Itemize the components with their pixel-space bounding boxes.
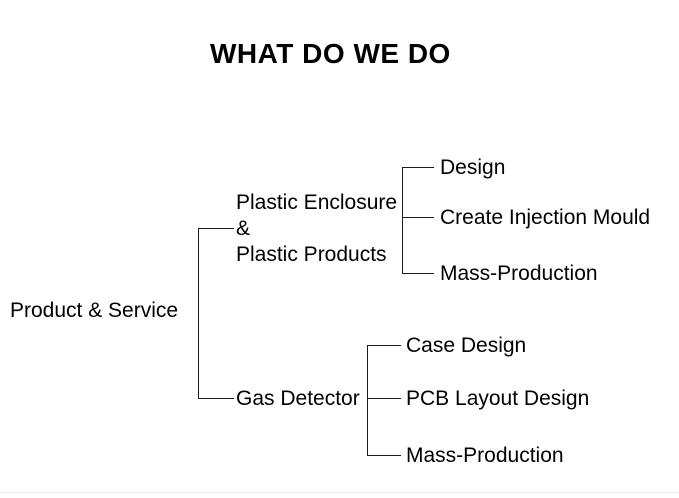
branch-plastic-label-line2: & <box>236 217 251 240</box>
child-case-design-label: Case Design <box>406 334 527 357</box>
branch-plastic-label-line3: Plastic Products <box>236 243 387 266</box>
child-mass-production-label: Mass-Production <box>440 262 598 285</box>
child-mass-production2-label: Mass-Production <box>406 444 564 467</box>
child-pcb-layout-tick-line <box>367 398 401 399</box>
child-mass-production-tick-line <box>402 273 434 274</box>
bottom-divider <box>0 492 679 493</box>
child-mass-production2-tick-line <box>367 455 401 456</box>
page-title: WHAT DO WE DO <box>210 38 451 69</box>
branch-gas-bracket-vertical-line <box>367 345 368 456</box>
child-injection-mould-tick-line <box>402 217 434 218</box>
branch-plastic-label: Plastic Enclosure & Plastic Products <box>236 190 397 268</box>
branch-plastic-bracket-vertical-line <box>402 167 403 274</box>
branch-plastic-label-line1: Plastic Enclosure <box>236 191 398 214</box>
branch-gas-label: Gas Detector <box>236 387 360 410</box>
root-branch-plastic-tick-line <box>198 228 234 229</box>
child-design-tick-line <box>402 167 434 168</box>
child-pcb-layout-label: PCB Layout Design <box>406 387 590 410</box>
root-bracket-vertical-line <box>198 228 199 399</box>
child-case-design-tick-line <box>367 345 401 346</box>
child-design-label: Design <box>440 156 506 179</box>
child-injection-mould-label: Create Injection Mould <box>440 206 651 229</box>
root-branch-gas-tick-line <box>198 398 234 399</box>
tree-root-label: Product & Service <box>10 299 179 322</box>
